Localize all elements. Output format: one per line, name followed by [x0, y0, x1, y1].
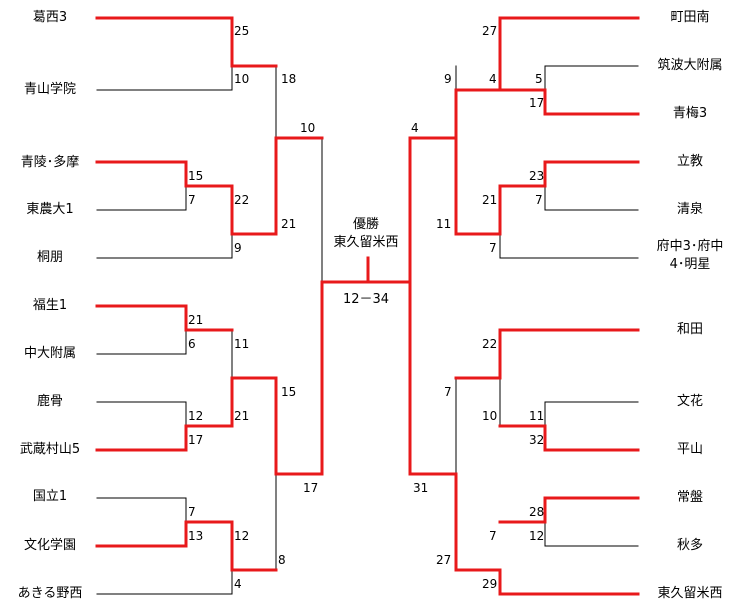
score-label: 9	[234, 241, 242, 255]
score-label: 9	[444, 72, 452, 86]
team-right-6a: 府中3･府中	[656, 239, 724, 254]
bracket-line	[96, 185, 187, 211]
team-left-7: 中大附属	[23, 346, 76, 361]
score-label: 12	[234, 529, 250, 543]
team-right-4: 立教	[676, 154, 703, 169]
team-left-1: 葛西3	[32, 10, 68, 25]
team-left-11: 文化学園	[23, 538, 76, 553]
team-right-10: 常盤	[676, 490, 703, 505]
score-label: 17	[188, 433, 204, 447]
score-label: 17	[303, 481, 319, 495]
team-right-7: 和田	[676, 322, 703, 337]
winner-path-line	[454, 136, 640, 236]
score-label: 7	[188, 193, 196, 207]
score-label: 29	[482, 577, 498, 591]
score-label: 25	[234, 24, 250, 38]
team-right-6b: 4･明星	[669, 257, 711, 272]
score-label: 7	[535, 193, 543, 207]
team-left-4: 東農大1	[26, 202, 74, 217]
team-left-2: 青山学院	[23, 82, 76, 97]
winner-path-line	[498, 424, 640, 452]
team-right-8: 文花	[676, 394, 703, 409]
team-right-12: 東久留米西	[657, 586, 723, 601]
winner-path-line	[498, 496, 640, 524]
team-right-11: 秋多	[676, 538, 703, 553]
team-right-1: 町田南	[670, 10, 710, 25]
winner-path-line	[95, 136, 278, 236]
team-left-12: あきる野西	[17, 586, 83, 601]
score-label: 22	[482, 337, 498, 351]
team-left-3: 青陵･多摩	[20, 155, 80, 170]
score-label: 15	[281, 385, 297, 399]
score-label: 31	[413, 481, 429, 495]
score-label: 7	[188, 505, 196, 519]
score-label: 27	[482, 24, 498, 38]
team-right-2: 筑波大附属	[657, 58, 723, 73]
bracket-line	[96, 401, 187, 427]
winner-path-line	[95, 280, 412, 476]
score-label: 32	[529, 433, 545, 447]
winner-path-line	[95, 16, 278, 68]
score-label: 15	[188, 169, 204, 183]
team-left-5: 桐朋	[36, 250, 63, 265]
team-left-9: 武蔵村山5	[19, 442, 81, 457]
team-right-3: 青梅3	[672, 106, 708, 121]
score-label: 4	[411, 121, 419, 135]
team-left-6: 福生1	[32, 298, 68, 313]
score-label: 21	[281, 217, 297, 231]
score-label: 17	[529, 96, 545, 110]
bracket-line	[96, 569, 233, 595]
bracket-line	[96, 233, 233, 259]
score-label: 27	[436, 553, 452, 567]
winner-path-line	[498, 88, 640, 116]
champion-heading: 優勝	[352, 217, 379, 232]
winner-path-line	[408, 136, 640, 596]
winner-path-line	[95, 304, 234, 332]
score-label: 7	[489, 241, 497, 255]
bracket-line	[96, 329, 187, 355]
team-right-5: 清泉	[676, 202, 703, 217]
score-label: 5	[535, 72, 543, 86]
score-label: 21	[188, 313, 204, 327]
score-label: 23	[529, 169, 545, 183]
score-label: 10	[300, 121, 316, 135]
winner-path-line	[95, 520, 278, 572]
score-label: 22	[234, 193, 250, 207]
winner-path-line	[454, 328, 640, 380]
team-left-10: 国立1	[32, 489, 68, 504]
score-label: 7	[444, 385, 452, 399]
score-label: 21	[482, 193, 498, 207]
score-label: 11	[436, 217, 452, 231]
score-label: 11	[234, 337, 250, 351]
score-label: 13	[188, 529, 204, 543]
score-label: 21	[234, 409, 250, 423]
score-label: 11	[529, 409, 545, 423]
team-left-8: 鹿骨	[36, 394, 63, 409]
champion-team: 東久留米西	[333, 235, 399, 250]
team-right-9: 平山	[676, 442, 703, 457]
score-label: 18	[281, 72, 297, 86]
score-label: 12	[188, 409, 204, 423]
winner-path-line	[454, 16, 640, 92]
bracket-line	[96, 65, 233, 91]
score-label: 4	[234, 577, 242, 591]
score-label: 10	[234, 72, 250, 86]
score-label: 10	[482, 409, 498, 423]
score-label: 12	[529, 529, 545, 543]
score-label: 8	[278, 553, 286, 567]
score-label: 7	[489, 529, 497, 543]
final-score: 12－34	[342, 292, 390, 307]
score-label: 6	[188, 337, 196, 351]
score-label: 28	[529, 505, 545, 519]
bracket-line	[96, 497, 187, 523]
score-label: 4	[489, 72, 497, 86]
